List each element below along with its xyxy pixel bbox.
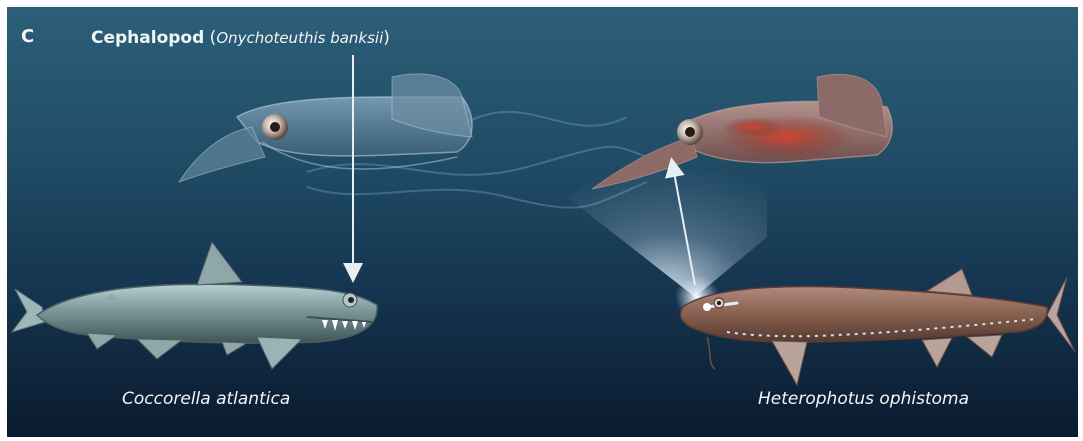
predator-label-left: Coccorella atlantica (122, 389, 290, 409)
illustration (7, 7, 1078, 437)
title-close-paren: ) (383, 28, 390, 48)
fish-heterophotus (680, 269, 1075, 385)
squid-pigmented (592, 74, 892, 189)
panel-label: C (21, 26, 34, 47)
prey-common-name: Cephalopod (91, 28, 204, 48)
title-open-paren: ( (204, 28, 216, 48)
squid-transparent (179, 74, 472, 182)
prey-scientific-name: Onychoteuthis banksii (216, 29, 383, 47)
figure-title: Cephalopod (Onychoteuthis banksii) (91, 28, 390, 48)
figure-panel: C Cephalopod (Onychoteuthis banksii) Coc… (7, 7, 1078, 437)
fish-coccorella (12, 242, 377, 369)
predator-label-right: Heterophotus ophistoma (758, 389, 969, 409)
light-beam (567, 157, 767, 297)
